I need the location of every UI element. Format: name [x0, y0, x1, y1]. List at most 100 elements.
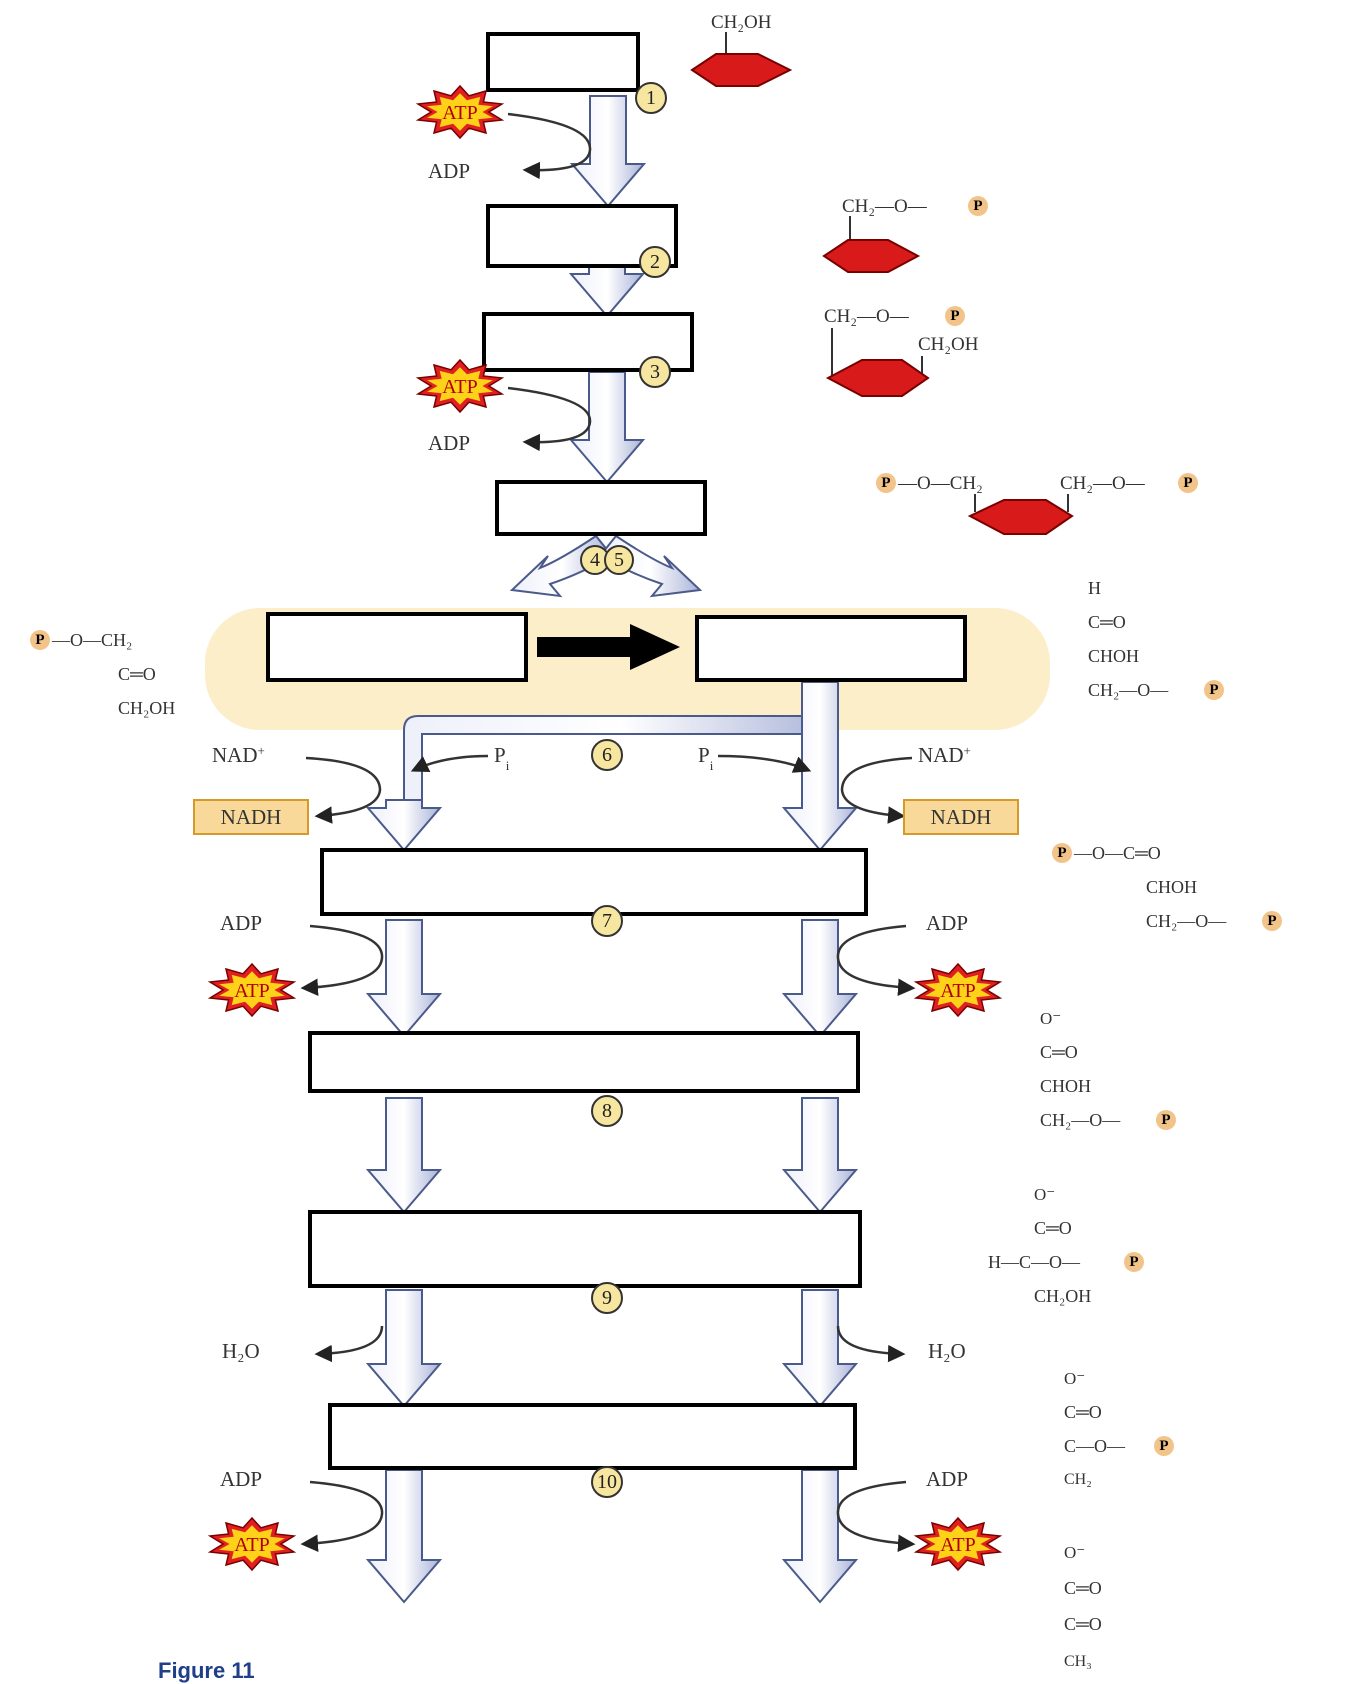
g3p-line-1: H [1088, 578, 1101, 598]
bpg-line-3: CH₂—O— [1146, 911, 1227, 931]
branch-arrow-8 [781, 1289, 859, 1408]
structure-glucose: CH₂OH [690, 12, 793, 87]
branch-arrow-4 [781, 919, 859, 1038]
water-label-left: H₂O [222, 1339, 260, 1363]
bpg-line-1: —O—C═O [1073, 843, 1161, 863]
svg-text:P: P [1267, 913, 1276, 929]
svg-text:P: P [1183, 475, 1192, 491]
branch-arrow-10 [781, 1469, 859, 1604]
atp-label: ATP [234, 1534, 270, 1556]
pg2-line-4: CH₂OH [1034, 1286, 1091, 1306]
adp-to-atp-curve-10-right [836, 1480, 916, 1552]
nad-label-left: NAD+ [212, 743, 265, 768]
atp-label: ATP [940, 980, 976, 1002]
branch-arrow-7 [365, 1289, 443, 1408]
svg-text:6: 6 [602, 744, 612, 766]
pi-label-left: Pi [494, 743, 510, 773]
structures: CH₂OH CH₂—O— P CH₂—O— P CH₂OH P —O—CH₂ C… [30, 12, 1282, 1670]
pep-line-1: O⁻ [1064, 1369, 1085, 1388]
svg-text:P: P [1209, 682, 1218, 698]
blank-box-dhap[interactable] [266, 612, 528, 682]
step-3-arrow [568, 371, 646, 484]
svg-text:9: 9 [602, 1287, 612, 1309]
blank-box-fructose-bisphosphate[interactable] [495, 480, 707, 536]
pi-label-right: Pi [698, 743, 714, 773]
f6p-side-label: CH₂OH [918, 334, 979, 355]
adp-label-step1: ADP [428, 159, 470, 183]
blank-box-glucose[interactable] [486, 32, 640, 92]
svg-text:8: 8 [602, 1100, 612, 1122]
phosphate-badge-icon: P [1154, 1436, 1174, 1456]
dhap-line-1: —O—CH₂ [51, 630, 132, 650]
branch-arrow-9 [365, 1469, 443, 1604]
atp-burst-icon: ATP [415, 84, 505, 140]
nad-label-right: NAD+ [918, 743, 971, 768]
svg-text:P: P [1057, 845, 1066, 861]
blank-box-phosphoenolpyruvate[interactable] [328, 1403, 857, 1470]
blank-box-g3p[interactable] [695, 615, 967, 682]
svg-text:1: 1 [646, 87, 656, 109]
adp-label-step10-right: ADP [926, 1467, 968, 1491]
svg-text:7: 7 [602, 910, 612, 932]
step-number-9: 10 [591, 1466, 623, 1498]
atp-burst-icon: ATP [913, 962, 1003, 1018]
f6p-label: CH₂—O— [824, 306, 910, 327]
pep-line-4: CH₂ [1064, 1471, 1092, 1488]
phosphate-badge-icon: P [30, 630, 50, 650]
structure-g3p: H C═O CHOH CH₂—O— P [1088, 578, 1224, 700]
nadh-box-left [193, 799, 309, 835]
pyruvate-line-1: O⁻ [1064, 1543, 1085, 1562]
hexose-ring-icon [822, 239, 921, 273]
blank-box-3-phosphoglycerate[interactable] [308, 1031, 860, 1093]
structure-bpg: P —O—C═O CHOH CH₂—O— P [1052, 843, 1282, 931]
branch-arrow-5 [365, 1097, 443, 1214]
atp-to-adp-curve-3 [507, 386, 592, 452]
pep-line-2: C═O [1064, 1402, 1102, 1422]
branch-arrow-2 [781, 681, 859, 852]
glucose-ch2oh-label: CH₂OH [711, 12, 772, 33]
structure-pyruvate: O⁻ C═O C═O CH₃ [1064, 1543, 1102, 1670]
pg3-line-1: O⁻ [1040, 1009, 1061, 1028]
branch-arrow-3 [365, 919, 443, 1038]
pathway-arrows [365, 95, 859, 1604]
pg3-line-4: CH₂—O— [1040, 1110, 1121, 1130]
atp-label: ATP [442, 376, 478, 398]
phosphate-badge-icon: P [876, 473, 896, 493]
water-curve-left [314, 1325, 384, 1363]
svg-text:5: 5 [614, 549, 624, 571]
svg-text:P: P [881, 475, 890, 491]
pyruvate-line-3: C═O [1064, 1614, 1102, 1634]
nad-to-nadh-curve-right [840, 756, 913, 824]
pg3-line-3: CHOH [1040, 1076, 1091, 1096]
step-number-7: 8 [591, 1095, 623, 1127]
nad-to-nadh-curve-left [305, 756, 382, 824]
hexose-ring-icon [690, 53, 793, 87]
svg-text:4: 4 [590, 549, 600, 571]
phosphate-badge-icon: P [1262, 911, 1282, 931]
blank-box-2-phosphoglycerate[interactable] [308, 1210, 862, 1288]
phosphate-badge-icon: P [1156, 1110, 1176, 1130]
step-number-3: 3 [639, 356, 671, 388]
phosphate-badge-icon: P [1178, 473, 1198, 493]
structure-dhap: P —O—CH₂ C═O CH₂OH [30, 630, 175, 718]
g3p-line-4: CH₂—O— [1088, 680, 1169, 700]
structure-g6p: CH₂—O— P [822, 196, 988, 273]
svg-text:10: 10 [597, 1471, 617, 1493]
phosphate-badge-icon: P [968, 196, 988, 216]
step-number-5: 6 [591, 739, 623, 771]
svg-text:P: P [1161, 1112, 1170, 1128]
blank-box-bisphosphoglycerate[interactable] [320, 848, 868, 916]
step-2-arrow [568, 265, 646, 318]
atp-burst-icon: ATP [415, 358, 505, 414]
adp-to-atp-curve-7-right [836, 924, 916, 996]
adp-to-atp-curve-10-left [300, 1480, 384, 1552]
pg2-line-3: H—C—O— [988, 1252, 1081, 1272]
adp-to-atp-curve-7-left [300, 924, 384, 996]
pep-line-3: C—O— [1064, 1436, 1126, 1456]
phosphate-badge-icon: P [1204, 680, 1224, 700]
phosphate-badge-icon: P [945, 306, 965, 326]
answer-boxes [266, 32, 967, 1470]
atp-burst-icon: ATP [913, 1516, 1003, 1572]
